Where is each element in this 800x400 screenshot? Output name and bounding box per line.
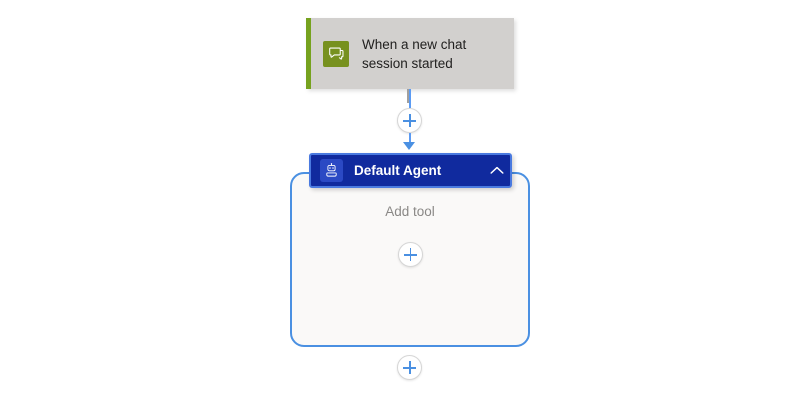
add-tool-button[interactable] [397,242,423,267]
connector-line-trigger-to-plus [409,89,411,108]
trigger-node-card[interactable]: When a new chat session started [306,18,514,89]
trigger-accent-bar [306,18,311,89]
chevron-up-icon[interactable] [484,155,510,186]
plus-icon [403,114,416,127]
robot-agent-icon [320,159,343,182]
agent-group-container: Add tool [290,172,530,347]
plus-icon [403,361,416,374]
add-tool-label: Add tool [385,204,435,219]
add-step-button-top[interactable] [397,108,422,133]
connector-line-plus-to-agent [409,133,411,146]
trigger-title: When a new chat session started [362,36,467,71]
chat-bubble-icon [323,40,349,67]
agent-title: Default Agent [354,163,442,178]
connector-stub-trigger [407,89,409,103]
add-step-button-bottom[interactable] [397,355,422,380]
agent-body: Add tool [292,204,528,267]
agent-node-header[interactable]: Default Agent [309,153,512,188]
plus-icon [403,248,417,261]
connector-arrowhead [403,142,415,150]
